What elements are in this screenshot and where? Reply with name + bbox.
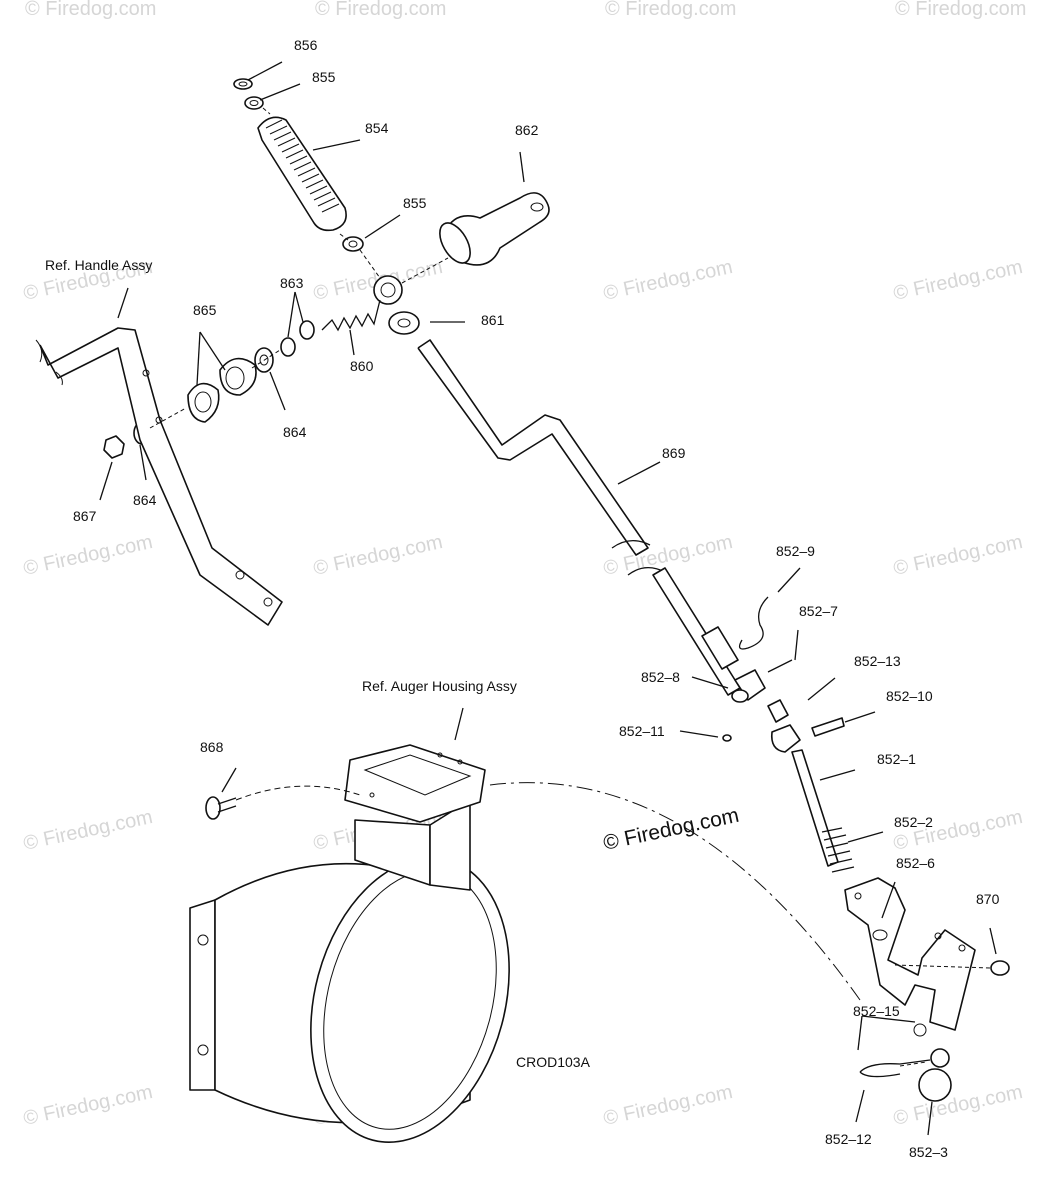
label-862: 862: [515, 122, 539, 138]
bolt-ref-line: [235, 785, 361, 801]
bushings-865: [187, 357, 257, 423]
label-852-7: 852–7: [799, 603, 838, 619]
watermark: © Firedog.com: [891, 531, 1024, 580]
center-lines: [149, 107, 991, 1067]
nuts-863: [280, 320, 315, 357]
watermark: © Firedog.com: [895, 0, 1026, 20]
watermark: © Firedog.com: [601, 1081, 734, 1130]
gear-852-3: [913, 1023, 952, 1102]
ref-auger-housing-assy: Ref. Auger Housing Assy: [362, 678, 517, 694]
label-852-10: 852–10: [886, 688, 933, 704]
label-852-6: 852–6: [896, 855, 935, 871]
label-863: 863: [280, 275, 304, 291]
ref-handle-assy: Ref. Handle Assy: [45, 257, 152, 273]
nut-867: [103, 435, 125, 459]
spring-852-2: [821, 827, 855, 873]
label-864: 864: [283, 424, 307, 440]
watermark: © Firedog.com: [601, 256, 734, 305]
label-852-1: 852–1: [877, 751, 916, 767]
label-852-8: 852–8: [641, 669, 680, 685]
drawing-code: CROD103A: [516, 1054, 591, 1070]
label-869: 869: [662, 445, 686, 461]
watermark: © Firedog.com: [311, 531, 444, 580]
part-labels: 856 855 854 862 855 863 865 861 860 864 …: [45, 37, 1000, 1160]
label-852-13: 852–13: [854, 653, 901, 669]
label-856: 856: [294, 37, 318, 53]
watermark: © Firedog.com: [891, 1081, 1024, 1130]
watermark: © Firedog.com: [21, 806, 154, 855]
label-855: 855: [312, 69, 336, 85]
spring-860: [321, 299, 381, 332]
label-852-2: 852–2: [894, 814, 933, 830]
label-854: 854: [365, 120, 389, 136]
bracket-852-6: [844, 877, 976, 1031]
washer-856: [233, 78, 253, 90]
label-868: 868: [200, 739, 224, 755]
label-852-3: 852–3: [909, 1144, 948, 1160]
shift-knob-862: [439, 192, 550, 266]
watermark: © Firedog.com: [21, 531, 154, 580]
rod-852-1: [791, 749, 839, 867]
nut-861: [388, 311, 420, 335]
washer-855-top: [244, 96, 264, 110]
watermark: © Firedog.com: [25, 0, 156, 20]
washer-855-mid: [342, 236, 364, 252]
label-865: 865: [193, 302, 217, 318]
label-870: 870: [976, 891, 1000, 907]
shift-rod-869: [417, 339, 741, 696]
auger-housing: [189, 744, 510, 1144]
label-861: 861: [481, 312, 505, 328]
label-867: 867: [73, 508, 97, 524]
hairpin-852-12: [859, 1059, 931, 1078]
label-852-11: 852–11: [619, 723, 665, 739]
carriage-bolt-868: [205, 796, 237, 820]
label-860: 860: [350, 358, 374, 374]
label-852-15: 852–15: [853, 1003, 900, 1019]
nut-870: [990, 960, 1010, 976]
watermark: © Firedog.com: [891, 256, 1024, 305]
watermark: © Firedog.com: [605, 0, 736, 20]
label-864: 864: [133, 492, 157, 508]
label-855: 855: [403, 195, 427, 211]
watermark: © Firedog.com: [315, 0, 446, 20]
grip-854: [257, 116, 347, 232]
watermark: © Firedog.com: [21, 1081, 154, 1130]
leader-lines: [99, 61, 997, 1136]
label-852-9: 852–9: [776, 543, 815, 559]
auger-ref-arc: [489, 782, 861, 1001]
eyebolt: [373, 275, 403, 305]
label-852-12: 852–12: [825, 1131, 872, 1147]
center-copyright: © Firedog.com: [601, 804, 741, 855]
clevis-assembly: [722, 596, 845, 753]
